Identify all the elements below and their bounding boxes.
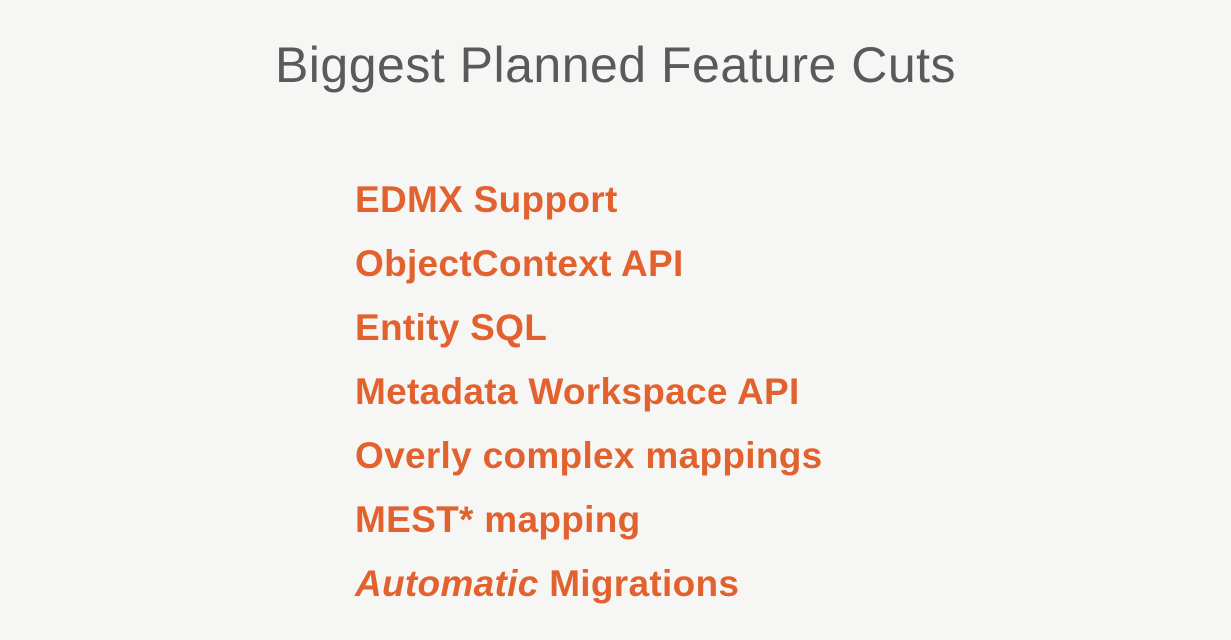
list-item: Metadata Workspace API: [355, 360, 823, 424]
list-item-text: Metadata Workspace API: [355, 371, 800, 412]
list-item: ObjectContext API: [355, 232, 823, 296]
list-item-text: Entity SQL: [355, 307, 548, 348]
list-item-text: EDMX Support: [355, 179, 618, 220]
list-item-emphasis: Automatic: [355, 563, 539, 604]
list-item: EDMX Support: [355, 168, 823, 232]
list-item: Entity SQL: [355, 296, 823, 360]
slide-title: Biggest Planned Feature Cuts: [274, 37, 957, 93]
list-item-text: Migrations: [538, 563, 740, 604]
feature-cuts-list: EDMX Support ObjectContext API Entity SQ…: [355, 168, 823, 616]
list-item-text: Overly complex mappings: [355, 435, 823, 476]
list-item: MEST* mapping: [355, 488, 823, 552]
list-item: Automatic Migrations: [355, 552, 823, 616]
list-item-text: MEST* mapping: [355, 499, 641, 540]
list-item-text: ObjectContext API: [355, 243, 684, 284]
list-item: Overly complex mappings: [355, 424, 823, 488]
